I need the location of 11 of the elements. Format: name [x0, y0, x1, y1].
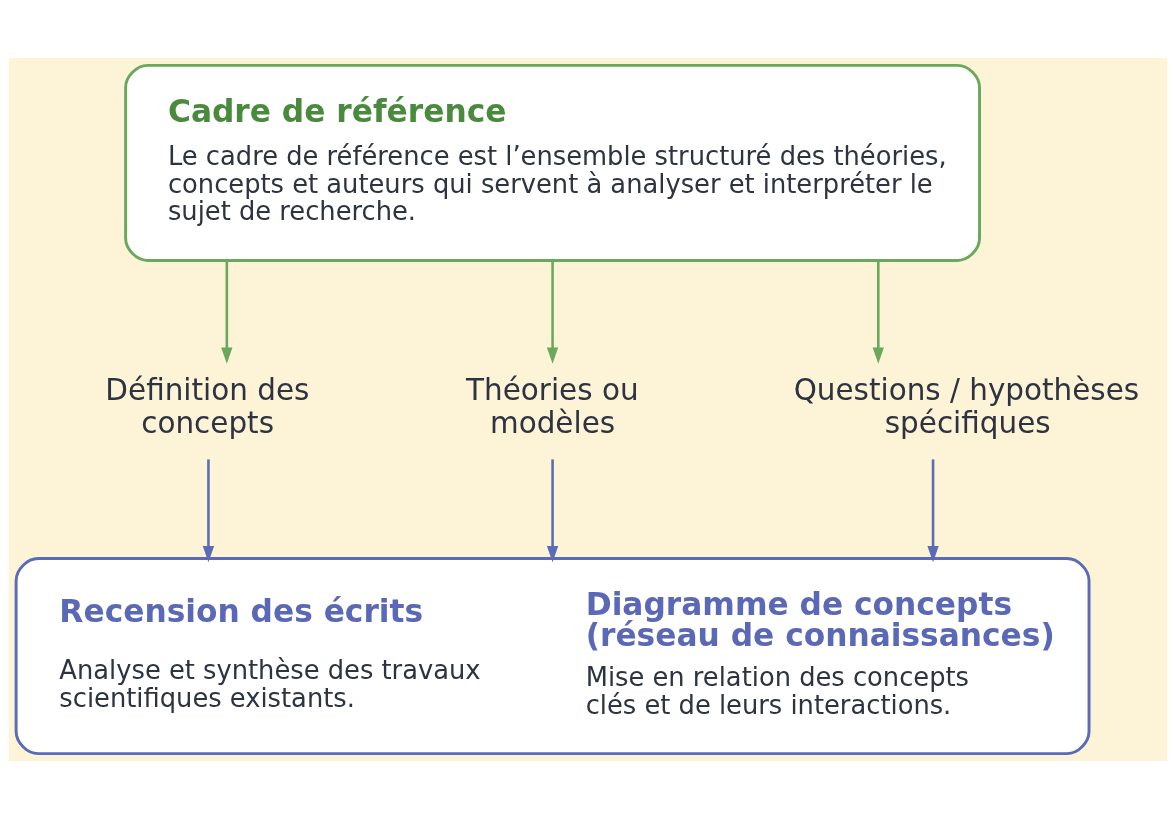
- arrow: [546, 260, 559, 364]
- node-text: Questions / hypothèses spécifiques: [793, 372, 1140, 440]
- node-text: Définition des concepts: [105, 372, 310, 440]
- node-box: Cadre de référence Le cadre de référence est l’ensemble structuré des théories, concepts et auteurs qui servent à analyser et interpréter le sujet de recherche.: [124, 63, 981, 262]
- arrow: [927, 458, 939, 562]
- arrow: [202, 458, 215, 562]
- arrow: [872, 260, 884, 364]
- arrow: [546, 458, 559, 562]
- node-box: Recension des écrits Analyse et synthèse des travaux scientifiques existants. Diagramme de concepts (réseau de connaissances) Mise en relation des concepts clés et de leurs interactions.: [14, 556, 1091, 755]
- arrow: [221, 260, 233, 364]
- node-text: Théories ou modèles: [466, 372, 639, 440]
